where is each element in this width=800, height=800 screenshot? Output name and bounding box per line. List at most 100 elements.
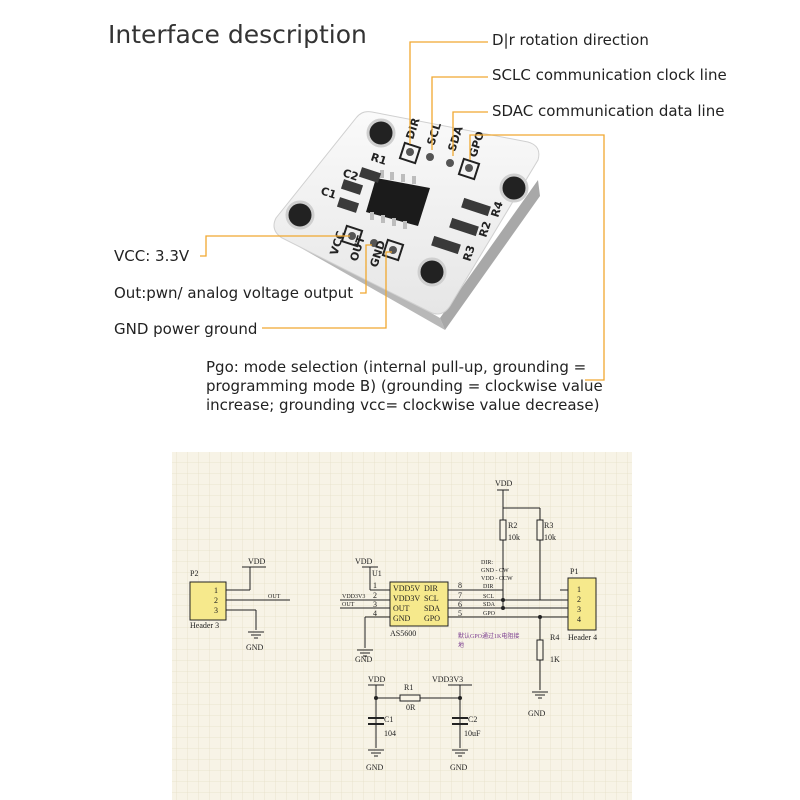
c2-value: 10uF xyxy=(464,729,481,738)
mount-hole xyxy=(366,118,396,148)
r1-ref: R1 xyxy=(404,683,413,692)
r1-value: 0R xyxy=(406,703,416,712)
silk-c2: C2 xyxy=(341,166,360,183)
component-pad xyxy=(461,197,491,217)
p1-name: Header 4 xyxy=(568,633,597,642)
u1-pin-name: GPO xyxy=(424,614,440,623)
net-junction xyxy=(501,606,505,610)
u1-pin-number: 4 xyxy=(373,609,377,618)
u1-net-vdd3v3: VDD3V3 xyxy=(342,594,365,600)
pin-pad xyxy=(446,159,454,167)
u1-pin-number: 1 xyxy=(373,581,377,590)
callout-line-gnd xyxy=(262,251,392,329)
vdd-label: VDD xyxy=(368,675,386,684)
u1-pin-name: VDD5V xyxy=(393,584,420,593)
callout-line-out xyxy=(360,244,372,294)
component-pad xyxy=(336,197,360,213)
p2-name: Header 3 xyxy=(190,621,219,630)
pin-pad xyxy=(465,164,473,172)
r2-ref: R2 xyxy=(508,521,517,530)
r4-value: 1K xyxy=(550,655,560,664)
net-junction xyxy=(501,598,505,602)
net-junction xyxy=(374,696,378,700)
dir-note: DIR: xyxy=(481,560,493,566)
mount-hole xyxy=(417,257,447,287)
callout-out: Out:pwn/ analog voltage output xyxy=(114,284,354,302)
callout-pgo: Pgo: mode selection (internal pull-up, g… xyxy=(206,358,603,414)
r1-resistor xyxy=(399,694,421,702)
gnd-label: GND xyxy=(355,655,373,664)
u1-pin-name: SDA xyxy=(424,604,440,613)
u1-pin-number: 8 xyxy=(458,581,462,590)
silk-r1: R1 xyxy=(369,150,388,167)
p2-pin-2: 2 xyxy=(214,596,218,605)
gpo-note: 地 xyxy=(458,641,464,649)
p1-pin-2: 2 xyxy=(577,595,581,604)
silk-r4: R4 xyxy=(488,199,505,219)
callout-vcc: VCC: 3.3V xyxy=(114,247,190,265)
u1-pin-name: SCL xyxy=(424,594,439,603)
vdd-label: VDD xyxy=(495,479,513,488)
board-edge xyxy=(280,236,445,330)
net-gpo: GPO xyxy=(483,611,496,617)
p1-header xyxy=(567,577,597,631)
callout-line-pgo xyxy=(469,134,605,381)
component-pad xyxy=(358,167,382,183)
c2-ref: C2 xyxy=(468,715,477,724)
net-dir: DIR xyxy=(483,584,493,590)
gnd-label: GND xyxy=(528,709,546,718)
vdd-label: VDD xyxy=(355,557,373,566)
p2-pin-3: 3 xyxy=(214,606,218,615)
r2-resistor xyxy=(499,519,507,541)
u1-pin-name: VDD3V xyxy=(393,594,420,603)
net-junction xyxy=(458,696,462,700)
vdd-label: VDD xyxy=(248,557,266,566)
silk-c1: C1 xyxy=(319,184,338,201)
u1-pin-number: 6 xyxy=(458,600,462,609)
callout-line-vcc xyxy=(200,235,350,257)
dir-note: VDD - CCW xyxy=(481,576,513,582)
u1-pin-number: 7 xyxy=(458,591,462,600)
pin-frame-gnd xyxy=(381,238,405,262)
u1-name: AS5600 xyxy=(390,629,416,638)
r3-ref: R3 xyxy=(544,521,553,530)
dir-note: GND - CW xyxy=(481,568,509,574)
r4-resistor xyxy=(536,639,544,661)
pin-frame-vcc xyxy=(340,224,364,248)
callout-line-dir xyxy=(409,41,488,144)
mount-hole xyxy=(499,173,529,203)
u1-pin-number: 5 xyxy=(458,609,462,618)
u1-net-out: OUT xyxy=(342,602,355,608)
pin-pad xyxy=(348,232,356,240)
pin-pad xyxy=(406,148,414,156)
p1-ref: P1 xyxy=(570,567,578,576)
gnd-label: GND xyxy=(246,643,264,652)
component-pad xyxy=(340,179,364,195)
net-sda: SDA xyxy=(483,602,496,608)
p1-pin-3: 3 xyxy=(577,605,581,614)
page-title: Interface description xyxy=(108,20,367,49)
net-scl: SCL xyxy=(483,594,494,600)
p2-out-net: OUT xyxy=(268,594,281,600)
u1-chip xyxy=(389,581,449,627)
r3-resistor xyxy=(536,519,544,541)
u1-pin-number: 3 xyxy=(373,600,377,609)
u1-pin-name: GND xyxy=(393,614,411,623)
p2-ref: P2 xyxy=(190,569,198,578)
pin-frame-dir xyxy=(398,141,422,165)
pin-frame-gpo xyxy=(457,157,481,181)
callout-line-sda xyxy=(452,111,488,156)
board-illustration: DIR SCL SDA GPO VCC OUT GND R1 C2 C1 R4 … xyxy=(200,41,605,381)
pin-pad xyxy=(426,153,434,161)
callout-line-scl xyxy=(431,76,488,150)
u1-pin-number: 2 xyxy=(373,591,377,600)
callout-dir: D|r rotation direction xyxy=(492,31,649,49)
u1-ref: U1 xyxy=(372,569,382,578)
p2-pin-1: 1 xyxy=(214,586,218,595)
r4-ref: R4 xyxy=(550,633,559,642)
u1-pin-name: OUT xyxy=(393,604,410,613)
gnd-label: GND xyxy=(366,763,384,772)
silk-r3: R3 xyxy=(460,244,477,263)
p1-pin-4: 4 xyxy=(577,615,581,624)
as5600-chip xyxy=(366,170,430,229)
